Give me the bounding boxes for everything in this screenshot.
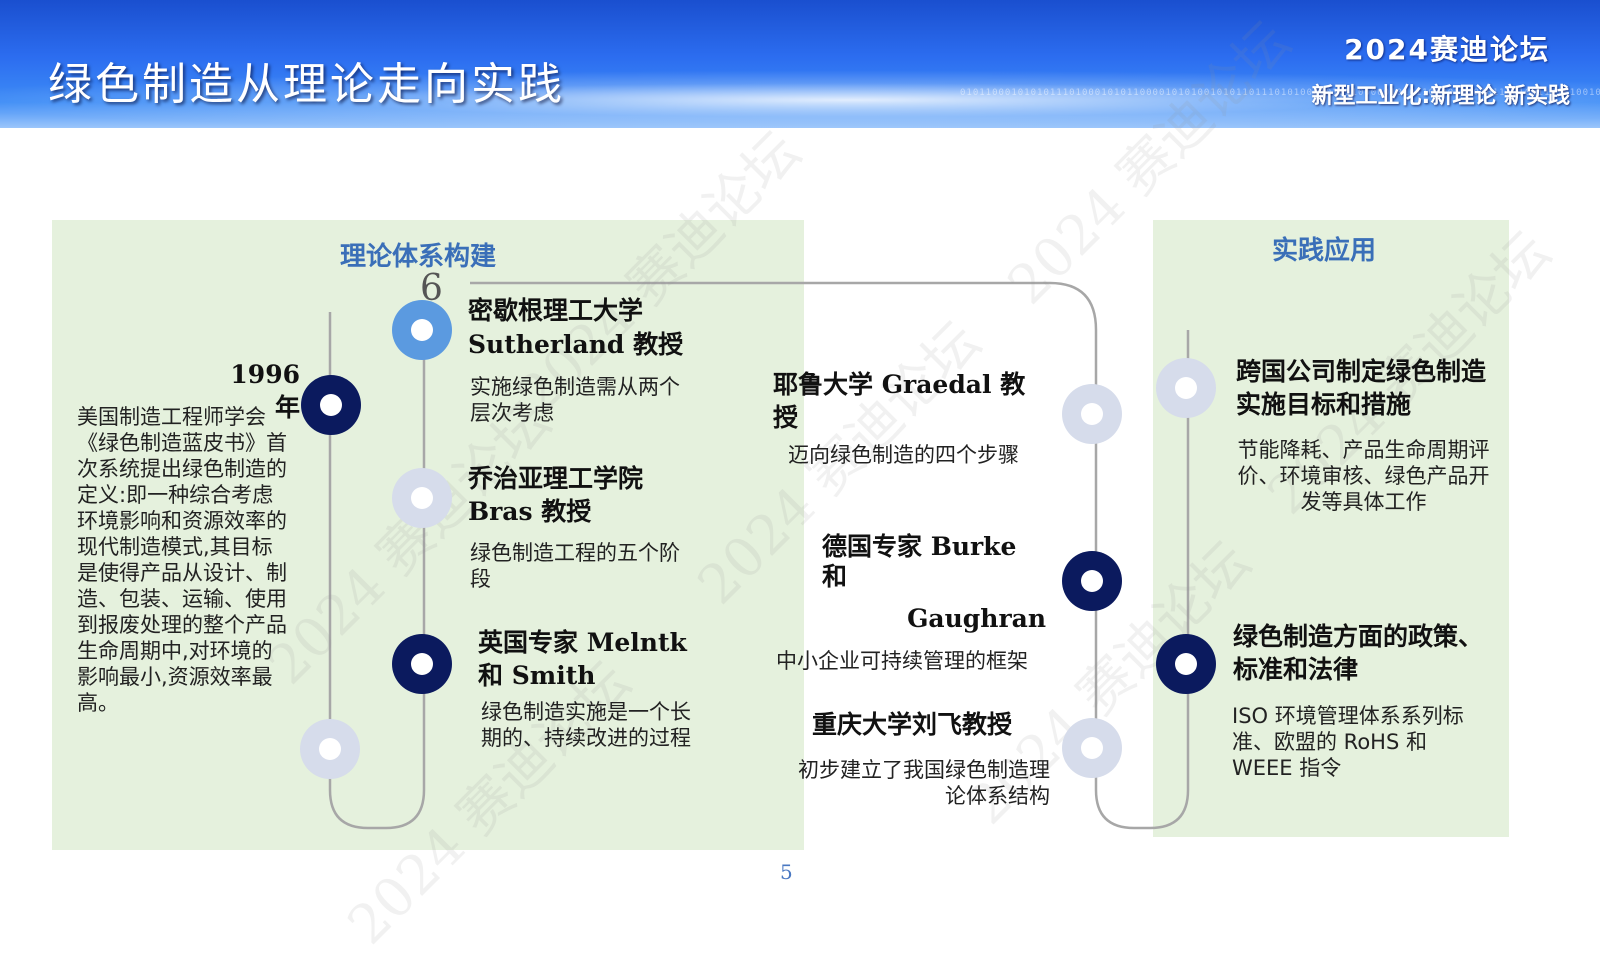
multinational-heading: 跨国公司制定绿色制造实施目标和措施 (1236, 357, 1487, 419)
georgia-description: 绿色制造工程的五个阶段 (470, 541, 680, 591)
timeline-node-georgia (392, 468, 452, 528)
practice-panel (1153, 220, 1509, 837)
timeline-node-michigan (392, 300, 452, 360)
yale-heading: 耶鲁大学 Graedal 教授 (773, 370, 1026, 432)
yale-description: 迈向绿色制造的四个步骤 (788, 443, 1019, 467)
chongqing-heading: 重庆大学刘飞教授 (812, 710, 1013, 739)
forum-name: 2024赛迪论坛 (1344, 33, 1550, 66)
theory-section-title: 理论体系构建 (340, 242, 497, 272)
timeline-node-1996 (301, 375, 361, 435)
page-number: 5 (780, 860, 793, 884)
michigan-heading-line1: 密歇根理工大学 (468, 296, 644, 325)
timeline-node-multinational (1156, 358, 1216, 418)
chongqing-description: 初步建立了我国绿色制造理论体系结构 (798, 758, 1050, 808)
timeline-node-bottom-left (300, 719, 360, 779)
timeline-node-uk (392, 634, 452, 694)
page-title: 绿色制造从理论走向实践 (48, 59, 565, 110)
michigan-heading-line2: Sutherland 教授 (468, 330, 684, 359)
germany-heading-line3: Gaughran (907, 604, 1046, 633)
uk-heading-line2: 和 Smith (478, 661, 596, 690)
timeline-node-policy (1156, 634, 1216, 694)
timeline-node-germany (1062, 551, 1122, 611)
uk-description: 绿色制造实施是一个长期的、持续改进的过程 (481, 700, 691, 750)
header-banner: 0101100010101011101000101011000010101001… (0, 0, 1600, 128)
germany-description: 中小企业可持续管理的框架 (776, 649, 1028, 673)
multinational-description: 节能降耗、产品生命周期评价、环境审核、绿色产品开发等具体工作 (1237, 438, 1490, 514)
georgia-heading-line1: 乔治亚理工学院 (468, 464, 644, 493)
policy-heading: 绿色制造方面的政策、标准和法律 (1233, 622, 1484, 684)
germany-heading-line2: 和 (822, 562, 848, 591)
timeline-node-yale (1062, 384, 1122, 444)
year-1996-heading: 1996 年 (230, 360, 300, 422)
michigan-description: 实施绿色制造需从两个层次考虑 (470, 375, 680, 425)
banner-glow (0, 70, 1600, 128)
practice-section-title: 实践应用 (1272, 236, 1377, 266)
forum-slogan: 新型工业化:新理论 新实践 (1311, 84, 1570, 109)
policy-description: ISO 环境管理体系系列标准、欧盟的 RoHS 和 WEEE 指令 (1232, 704, 1464, 780)
germany-heading-line1: 德国专家 Burke (822, 532, 1017, 561)
year-1996-description: 美国制造工程师学会《绿色制造蓝皮书》首次系统提出绿色制造的定义:即一种综合考虑环… (77, 405, 287, 715)
georgia-heading-line2: Bras 教授 (468, 497, 592, 526)
michigan-number: 6 (420, 268, 443, 309)
binary-decoration: 0101100010101011101000101011000010101001… (960, 88, 1600, 98)
uk-heading-line1: 英国专家 Melntk (478, 628, 687, 657)
timeline-node-chongqing (1062, 718, 1122, 778)
